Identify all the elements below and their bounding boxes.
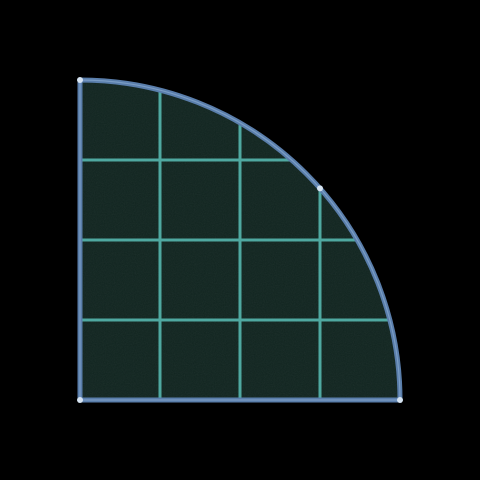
tile-frame-highlight (79, 79, 401, 401)
corner-rivet-icon (397, 397, 403, 403)
corner-rivet-icon (317, 185, 323, 192)
corner-rivet-icon (77, 77, 83, 83)
corner-rivet-icon (77, 397, 83, 403)
tile-rivets (77, 77, 403, 403)
